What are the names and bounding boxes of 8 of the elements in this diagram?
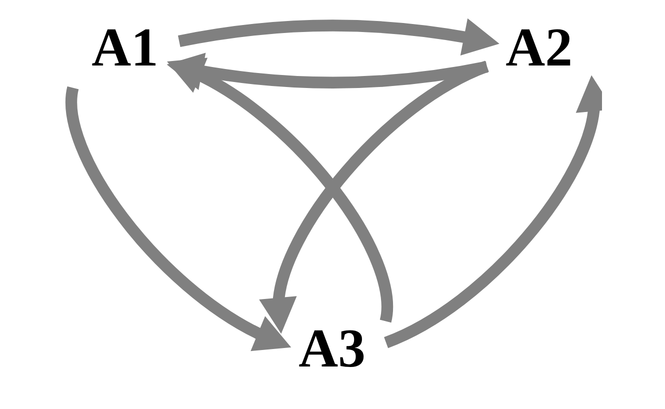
node-text: A2	[506, 16, 572, 78]
arrow	[178, 18, 500, 56]
arrow	[259, 60, 490, 334]
arrow	[167, 58, 393, 322]
arrow	[66, 87, 292, 352]
arrow	[384, 75, 602, 348]
node-text: A3	[298, 317, 366, 378]
node-text: A1	[92, 16, 158, 78]
